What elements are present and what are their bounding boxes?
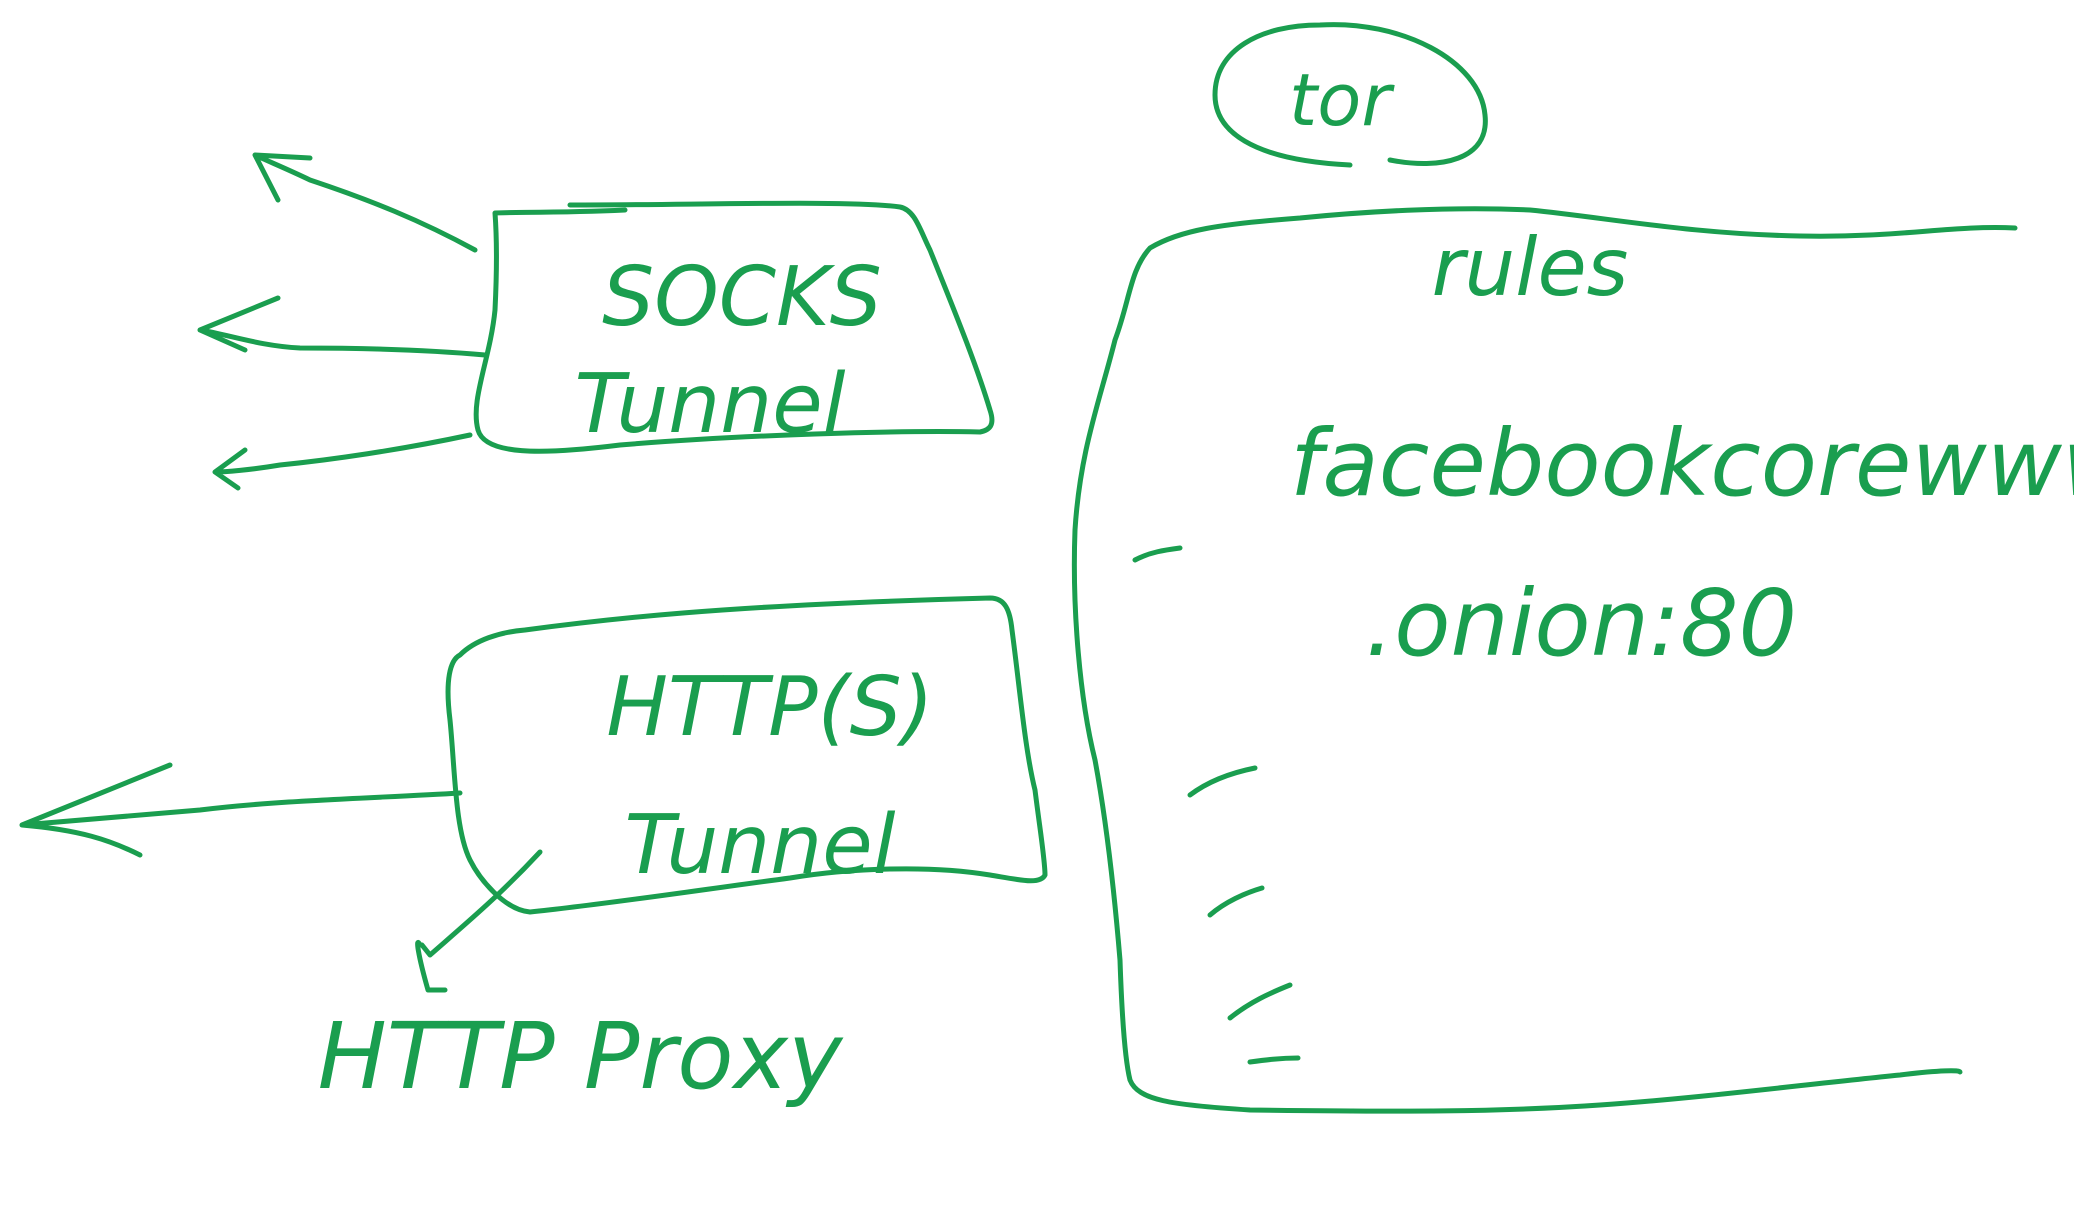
dash-icon — [1132, 545, 1183, 563]
arrow-icon — [19, 762, 463, 858]
http-tunnel-label-line2: Tunnel — [625, 798, 896, 893]
arrow-icon — [197, 295, 488, 358]
rules-box: rules — [1071, 206, 2018, 1114]
http-tunnel-label-line1: HTTP(S) — [606, 660, 933, 755]
rules-outline — [1071, 206, 2018, 1114]
rule-entry-line1: facebookcorewwwi — [1290, 410, 2074, 517]
arrow-icon — [252, 152, 478, 253]
socks-tunnel-label-line1: SOCKS — [602, 250, 882, 345]
socks-tunnel-label-line2: Tunnel — [575, 357, 846, 452]
tor-node: tor — [1212, 22, 1488, 168]
socks-arrows — [197, 152, 488, 491]
rules-title: rules — [1432, 221, 1629, 314]
dash-icon — [1187, 765, 1258, 798]
http-tunnel-box: HTTP(S) Tunnel — [445, 595, 1048, 915]
arrow-icon — [212, 432, 473, 491]
http-tunnel-outline — [445, 595, 1048, 915]
tor-label: tor — [1289, 58, 1395, 142]
arrow-icon — [415, 849, 543, 993]
rule-entry-line2: .onion:80 — [1365, 570, 1797, 677]
socks-tunnel-box: SOCKS Tunnel — [473, 200, 995, 454]
http-tunnel-arrows — [19, 762, 543, 993]
http-proxy-label: HTTP Proxy — [318, 1003, 844, 1110]
tor-ellipse — [1212, 22, 1488, 168]
dash-icon — [1227, 982, 1293, 1021]
rule-entry: facebookcorewwwi .onion:80 — [1132, 410, 2074, 1065]
socks-tunnel-outline — [473, 200, 995, 454]
dash-icon — [1207, 885, 1265, 918]
dash-icon — [1247, 1055, 1301, 1065]
